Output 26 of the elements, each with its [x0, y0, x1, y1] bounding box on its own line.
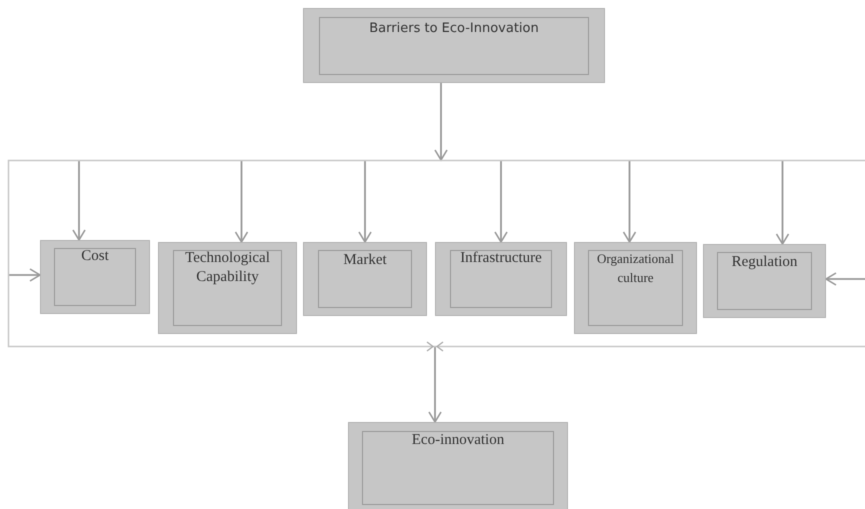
- box-label: Regulation: [730, 253, 798, 272]
- text-box: [574, 242, 697, 334]
- box-label: Infrastructure: [459, 249, 543, 268]
- box-label: Technological Capability: [184, 249, 271, 287]
- arrow: [72, 161, 86, 241]
- arrow: [622, 161, 636, 243]
- arrow: [494, 161, 508, 243]
- arrow: [776, 161, 790, 245]
- text-box: [303, 242, 427, 316]
- text-box: [435, 242, 567, 316]
- box-label: Cost: [80, 247, 110, 266]
- text-box: [40, 240, 150, 314]
- box-label: Organizational culture: [596, 250, 675, 287]
- box-label: Barriers to Eco-Innovation: [368, 20, 540, 38]
- text-box: [158, 242, 297, 334]
- text-box: [303, 8, 605, 83]
- arrow: [234, 161, 248, 243]
- arrow: [825, 272, 865, 286]
- arrow: [358, 161, 372, 243]
- arrow: [9, 268, 41, 282]
- arrow: [428, 347, 442, 423]
- arrow: [434, 83, 448, 161]
- box-label: Market: [342, 251, 388, 270]
- text-box: [348, 422, 568, 509]
- text-box: [703, 244, 826, 318]
- box-label: Eco-innovation: [410, 431, 506, 450]
